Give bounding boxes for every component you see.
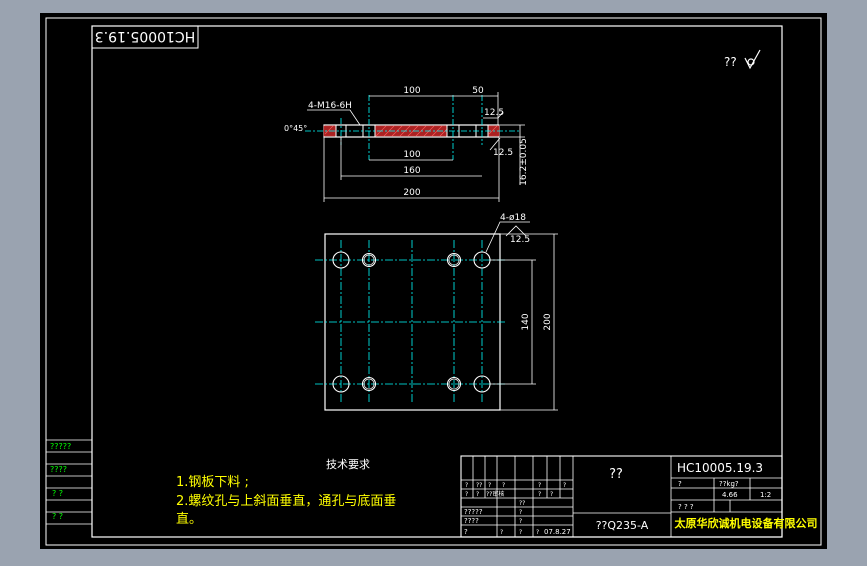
checker-label: ??审核 [486,490,504,498]
grid-cell: ? [488,482,491,489]
plan-centerlines [315,240,505,403]
dim-160: 160 [403,166,420,176]
grid-cell: ? [538,482,541,489]
title-block[interactable]: ?? HC10005.19.3 ??kg? ? 4.66 1:2 ? ? ? ?… [460,455,818,538]
scale-value: 1:2 [760,491,771,499]
section-view[interactable]: 100 50 4-M16-6H 0°45° 12.5 12.5 100 160 … [284,86,529,202]
grid-cell: ? [550,491,553,498]
tech-item-1: 1.钢板下料 ; [176,475,249,490]
roughness-mark-text: ?? [724,55,737,69]
material-text: ??Q235-A [596,519,649,532]
grid-cell: ? [476,491,479,498]
dim-top-50: 50 [472,86,484,96]
weight-value: 4.66 [722,491,738,499]
grid-cell: ? [519,529,522,536]
date-text: 07.8.27 [544,528,571,536]
grid-cell: ? [465,491,468,498]
company-name: 太原华欣诚机电设备有限公司 [674,516,818,530]
tech-requirements: 技术要求 1.钢板下料 ; 2.螺纹孔与上斜面垂直，通孔与底面垂 直。 [176,458,396,527]
stamp-flipped-text: HC10005.19.3 [95,28,195,44]
tech-title: 技术要求 [326,458,370,471]
side-strip [46,439,92,525]
plan-dimensions [485,221,558,411]
section-centerlines [305,95,520,160]
roughness-side: 12.5 [493,148,513,158]
stamp-box [91,25,199,49]
tech-item-2: 2.螺纹孔与上斜面垂直，通孔与底面垂 [176,493,396,509]
sign-label: ???? [464,517,479,525]
grid-cell: ?? [519,500,525,507]
dim-plan-200: 200 [543,313,553,330]
tech-item-2-cont: 直。 [176,512,202,527]
dim-140: 140 [521,313,531,330]
grid-cell: ? [536,529,539,536]
side-cell-1: ????? [50,442,71,451]
grid-cell: ? [538,491,541,498]
grid-cell: ? [502,482,505,489]
grid-cell: ? [500,529,503,536]
roughness-top: 12.5 [484,108,504,118]
grid-cell: ? [563,482,566,489]
dim-section-200: 200 [403,188,420,198]
dim-inner-100: 100 [403,150,420,160]
thread-note: 4-M16-6H [308,101,352,111]
stage-label: ? [678,480,682,488]
sheet-border-inner [91,25,783,538]
final-label: ? [464,528,468,536]
grid-cell: ? [519,518,522,525]
side-cell-4: ? ? [52,512,63,521]
sheet-row: ? ? ? [678,503,694,511]
part-name: ?? [609,467,623,482]
drawing-number: HC10005.19.3 [677,461,763,475]
dim-top-100: 100 [403,86,420,96]
plan-view[interactable]: 4-ø18 12.5 140 200 [315,213,558,411]
plan-roughness: 12.5 [510,235,530,245]
roughness-check-icon [744,49,761,70]
weight-label: ??kg? [719,480,739,488]
grid-cell: ? [519,509,522,516]
grid-cell: ? [465,482,468,489]
chamfer-note: 0°45° [284,124,307,133]
designer-label: ????? [464,508,483,516]
drawing-canvas[interactable] [40,13,827,549]
side-cell-2: ???? [50,465,67,474]
grid-cell: ?? [476,482,482,489]
section-dimensions [307,92,525,202]
thickness-dim: 16.2±0.05 [519,138,529,186]
sheet-border-outer [45,17,822,546]
hole-note: 4-ø18 [500,213,526,223]
side-cell-3: ? ? [52,489,63,498]
